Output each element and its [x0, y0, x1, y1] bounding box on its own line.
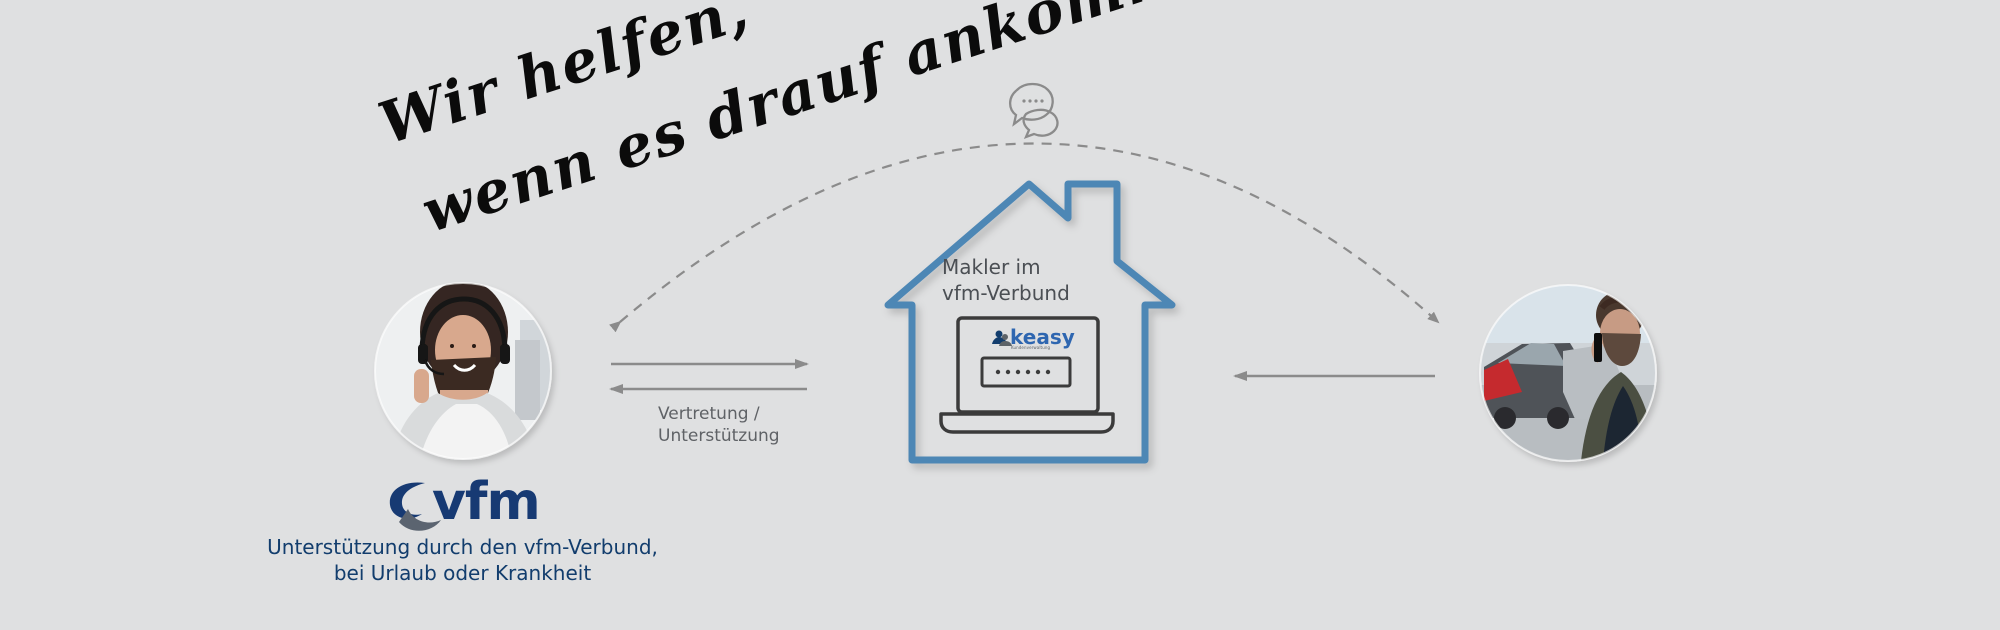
agent-headset-avatar: [374, 282, 552, 460]
house-outline: [884, 180, 1176, 464]
stressed-customer-avatar: [1479, 284, 1657, 462]
keasy-subtext: Kundenverwaltung: [1011, 345, 1051, 350]
keasy-person-icon: [992, 330, 1012, 346]
vfm-logo-text: vfm: [432, 472, 541, 532]
vertretung-label: Vertretung / Unterstützung: [658, 404, 780, 446]
chat-bubbles-icon: [1008, 82, 1059, 140]
laptop-icon: [939, 316, 1115, 434]
keasy-logo: keasy: [1010, 325, 1075, 349]
vfm-caption: Unterstützung durch den vfm-Verbund, bei…: [267, 535, 658, 585]
password-dots: [995, 369, 1051, 375]
vfm-logo-mark: [389, 482, 441, 531]
dashed-arc: [609, 142, 1440, 333]
house-label: Makler im vfm-Verbund: [942, 255, 1070, 305]
